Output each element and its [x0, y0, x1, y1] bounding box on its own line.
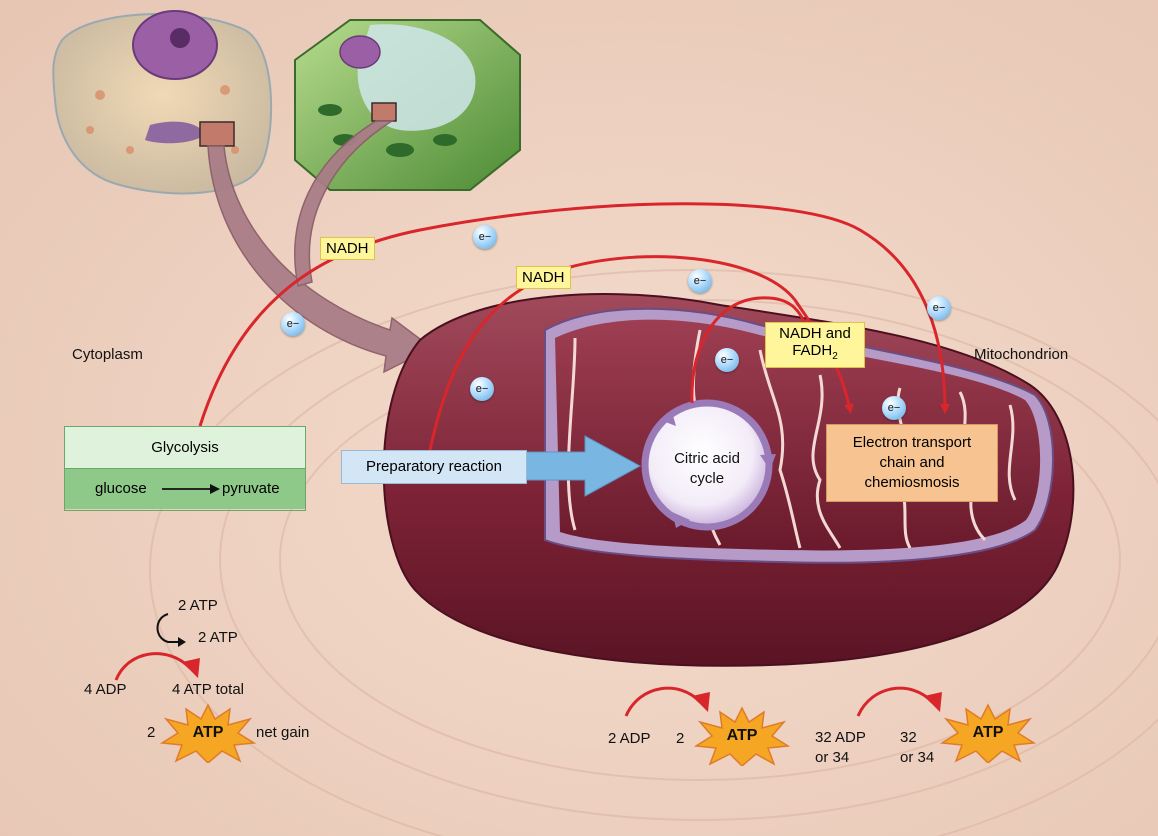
- atp-star-text: ATP: [726, 727, 758, 744]
- etc-atp-count: 32 or 34: [900, 728, 934, 768]
- glycolysis-box: Glycolysis glucose pyruvate: [64, 426, 306, 511]
- electron-badge: e−: [715, 348, 739, 372]
- glycolysis-title: Glycolysis: [65, 427, 305, 469]
- mitochondrion-label: Mitochondrion: [974, 346, 1069, 363]
- cytoplasm-label: Cytoplasm: [72, 346, 143, 363]
- citric-acid-cycle-ring: [641, 399, 776, 531]
- nadh-glycolysis-label: NADH: [320, 237, 375, 260]
- etc-adp-label: 32 ADP or 34: [815, 728, 866, 768]
- nadh-and-text: NADH and: [779, 325, 851, 342]
- glycolysis-nadh-path: [198, 202, 950, 427]
- citric-atp-star: ATP: [693, 706, 791, 768]
- glucose-label: glucose: [95, 480, 147, 497]
- plant-cell-zoom-box: [371, 102, 397, 122]
- preparatory-reaction-box: Preparatory reaction: [341, 450, 527, 484]
- fadh2-subscript: 2: [832, 351, 838, 362]
- citric-atp-count: 2: [676, 730, 685, 747]
- atp-star-text: ATP: [192, 724, 224, 741]
- glycolysis-reaction: glucose pyruvate: [65, 469, 305, 509]
- electron-badge: e−: [473, 225, 497, 249]
- etc-adp-arrow-icon: [856, 686, 942, 717]
- electron-badge: e−: [470, 377, 494, 401]
- atp-invest-bottom: 2 ATP: [198, 629, 238, 646]
- citric-acid-cycle-label: Citric acid cycle: [657, 449, 757, 489]
- cell-to-mitochondrion-arrows: [207, 120, 434, 374]
- citric-adp-label: 2 ADP: [608, 730, 651, 747]
- citric-adp-arrow-icon: [624, 686, 710, 717]
- electron-badge: e−: [688, 269, 712, 293]
- pyruvate-label: pyruvate: [222, 480, 280, 497]
- reaction-arrow-icon: [162, 484, 220, 494]
- citric-nadh-path: [690, 296, 810, 404]
- etc-count-line1: 32: [900, 729, 917, 746]
- glycolysis-atp-star: ATP: [159, 703, 257, 765]
- animal-cell-illustration: [52, 10, 273, 195]
- animal-cell-zoom-box: [199, 121, 235, 147]
- atp-star-text: ATP: [972, 724, 1004, 741]
- atp-invest-top: 2 ATP: [178, 597, 218, 614]
- adp-to-atp-arrow-icon: [114, 652, 200, 681]
- nadh-preparatory-label: NADH: [516, 266, 571, 289]
- etc-line3: chemiosmosis: [864, 474, 960, 491]
- prep-to-citric-arrow: [524, 435, 642, 497]
- glycolysis-net-count: 2: [147, 724, 156, 741]
- etc-line1: Electron transport: [852, 434, 972, 451]
- etc-line2: chain and: [879, 454, 945, 471]
- etc-count-line2: or 34: [900, 749, 935, 766]
- electron-badge: e−: [281, 312, 305, 336]
- etc-adp-line2: or 34: [815, 749, 850, 766]
- electron-badge: e−: [927, 296, 951, 320]
- net-gain-label: net gain: [256, 724, 310, 741]
- glycolysis-adp-label: 4 ADP: [84, 681, 127, 698]
- electron-badge: e−: [882, 396, 906, 420]
- fadh2-text: FADH: [792, 342, 833, 359]
- etc-atp-star: ATP: [939, 703, 1037, 765]
- atp-recycle-arrow-icon: [156, 613, 186, 647]
- citric-acid-text: Citric acid: [674, 450, 740, 467]
- etc-adp-line1: 32 ADP: [815, 729, 866, 746]
- glycolysis-atp-total: 4 ATP total: [172, 681, 244, 698]
- nadh-fadh2-label: NADH and FADH2: [765, 322, 865, 368]
- electron-transport-box: Electron transport chain and chemiosmosi…: [826, 424, 998, 502]
- cycle-text: cycle: [689, 470, 725, 487]
